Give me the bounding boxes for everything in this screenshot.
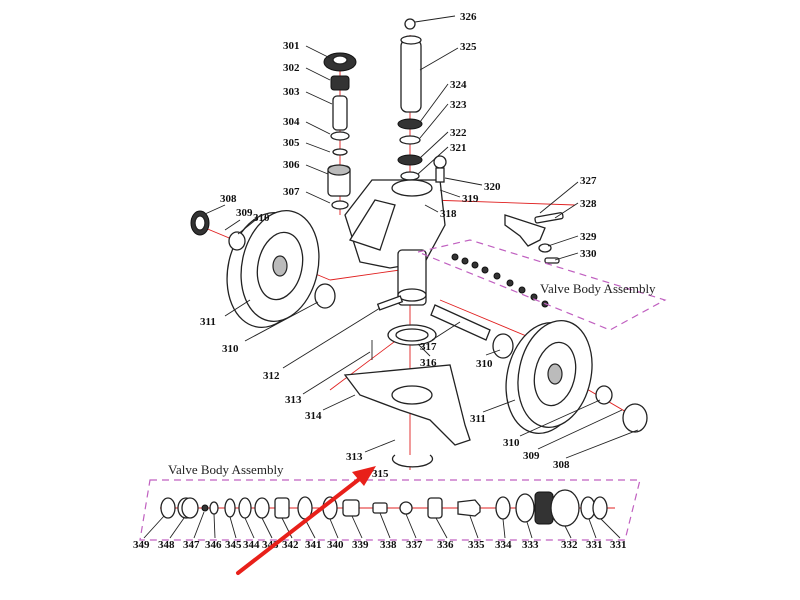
part-label: 310 xyxy=(222,343,239,355)
part-label: 313 xyxy=(285,394,302,406)
part-label: 313 xyxy=(346,451,363,463)
part-label: 327 xyxy=(580,175,597,187)
part-label: 304 xyxy=(283,116,300,128)
part-label: 331 xyxy=(610,539,627,551)
part-label: 330 xyxy=(580,248,597,260)
part-label: 312 xyxy=(263,370,280,382)
part-label: 302 xyxy=(283,62,300,74)
part-label: 305 xyxy=(283,137,300,149)
part-label: 326 xyxy=(460,11,477,23)
part-label: 328 xyxy=(580,198,597,210)
lower-parts xyxy=(343,295,491,468)
part-label: 336 xyxy=(437,539,454,551)
part-label: 332 xyxy=(561,539,578,551)
part-label: 334 xyxy=(495,539,512,551)
part-label: 339 xyxy=(352,539,369,551)
part-label: 324 xyxy=(450,79,467,91)
part-label: 307 xyxy=(283,186,300,198)
left-stack xyxy=(323,52,357,210)
part-label: 320 xyxy=(484,181,501,193)
annotation-arrow xyxy=(236,466,376,575)
part-label: 311 xyxy=(470,413,486,425)
pump-body xyxy=(344,155,447,306)
part-label: 342 xyxy=(282,539,299,551)
part-label: 309 xyxy=(523,450,540,462)
part-label: 338 xyxy=(380,539,397,551)
part-label: 346 xyxy=(205,539,222,551)
part-label: 337 xyxy=(406,539,423,551)
valve-part-labels: 349 348 347 346 345 344 343 342 341 340 … xyxy=(133,539,627,551)
valve-leader-lines xyxy=(143,511,621,539)
part-label: 345 xyxy=(225,539,242,551)
part-label: 310 xyxy=(253,212,270,224)
part-label: 321 xyxy=(450,142,467,154)
part-label: 340 xyxy=(327,539,344,551)
part-label: 331 xyxy=(586,539,603,551)
leader-lines xyxy=(204,15,639,459)
part-label: 317 xyxy=(420,341,437,353)
part-label: 343 xyxy=(262,539,279,551)
part-label: 335 xyxy=(468,539,485,551)
part-label: 344 xyxy=(243,539,260,551)
left-wheel xyxy=(190,210,336,328)
upper-valve-chain xyxy=(451,253,549,308)
part-label: 329 xyxy=(580,231,597,243)
part-label: 314 xyxy=(305,410,322,422)
part-label: 341 xyxy=(305,539,322,551)
upper-part-labels: 326 325 324 323 322 321 320 319 318 301 … xyxy=(200,11,597,480)
part-label: 310 xyxy=(476,358,493,370)
part-label: 349 xyxy=(133,539,150,551)
part-label: 306 xyxy=(283,159,300,171)
part-label: 315 xyxy=(372,468,389,480)
part-label: 323 xyxy=(450,99,467,111)
upper-valve-box xyxy=(416,239,667,331)
part-label: 310 xyxy=(503,437,520,449)
caption-valve-body-upper: Valve Body Assembly xyxy=(540,281,656,296)
part-label: 333 xyxy=(522,539,539,551)
part-label: 318 xyxy=(440,208,457,220)
part-label: 347 xyxy=(183,539,200,551)
part-label: 311 xyxy=(200,316,216,328)
part-label: 309 xyxy=(236,207,253,219)
right-wheel xyxy=(492,320,648,434)
caption-valve-body-lower: Valve Body Assembly xyxy=(168,462,284,477)
part-label: 348 xyxy=(158,539,175,551)
part-label: 308 xyxy=(220,193,237,205)
part-label: 325 xyxy=(460,41,477,53)
handle-parts xyxy=(504,212,564,264)
part-label: 308 xyxy=(553,459,570,471)
part-label: 319 xyxy=(462,193,479,205)
part-label: 303 xyxy=(283,86,300,98)
part-label: 322 xyxy=(450,127,467,139)
lower-valve-box xyxy=(139,479,641,541)
part-label: 316 xyxy=(420,357,437,369)
part-label: 301 xyxy=(283,40,300,52)
lower-valve-parts xyxy=(160,489,608,527)
piston xyxy=(397,18,423,181)
